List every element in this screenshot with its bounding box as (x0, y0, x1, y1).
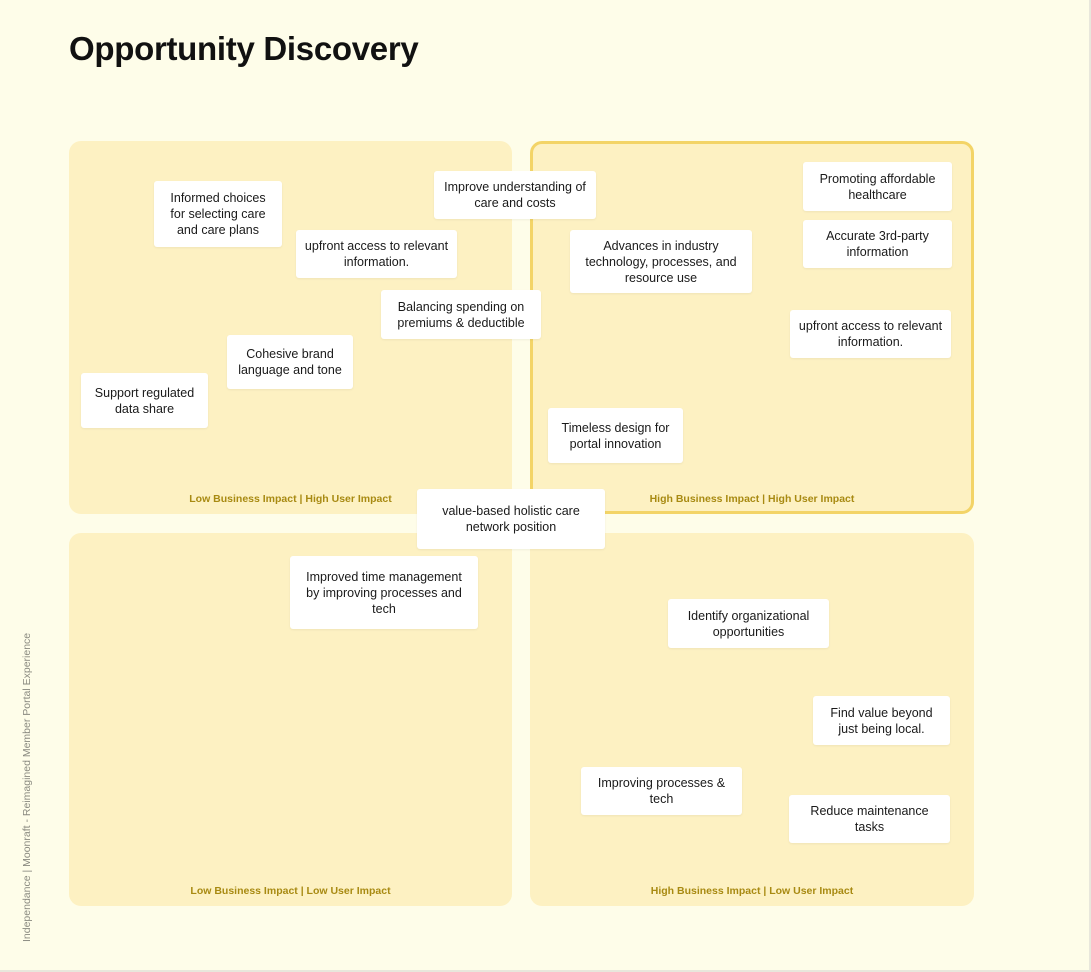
note-informed-choices[interactable]: Informed choices for selecting care and … (154, 181, 282, 247)
note-find-value-beyond-local[interactable]: Find value beyond just being local. (813, 696, 950, 745)
quadrant-label: High Business Impact | High User Impact (649, 493, 855, 505)
quadrant-label: Low Business Impact | Low User Impact (190, 885, 391, 897)
note-value-based-holistic-care[interactable]: value-based holistic care network positi… (417, 489, 605, 549)
side-caption: Independance | Moonraft - Reimagined Mem… (21, 632, 33, 942)
note-balancing-spending[interactable]: Balancing spending on premiums & deducti… (381, 290, 541, 339)
note-cohesive-brand[interactable]: Cohesive brand language and tone (227, 335, 353, 389)
note-reduce-maintenance-tasks[interactable]: Reduce maintenance tasks (789, 795, 950, 843)
note-support-regulated-data-share[interactable]: Support regulated data share (81, 373, 208, 428)
quadrant-label: High Business Impact | Low User Impact (650, 885, 854, 897)
quadrant-label: Low Business Impact | High User Impact (189, 493, 392, 505)
page-title: Opportunity Discovery (69, 30, 419, 67)
note-advances-in-industry[interactable]: Advances in industry technology, process… (570, 230, 752, 293)
note-identify-organizational-opportunities[interactable]: Identify organizational opportunities (668, 599, 829, 648)
note-promoting-affordable-healthcare[interactable]: Promoting affordable healthcare (803, 162, 952, 211)
note-timeless-design[interactable]: Timeless design for portal innovation (548, 408, 683, 463)
note-improved-time-management[interactable]: Improved time management by improving pr… (290, 556, 478, 629)
note-accurate-3rd-party-information[interactable]: Accurate 3rd-party information (803, 220, 952, 268)
note-improve-understanding[interactable]: Improve understanding of care and costs (434, 171, 596, 219)
note-upfront-access-right[interactable]: upfront access to relevant information. (790, 310, 951, 358)
note-upfront-access-left[interactable]: upfront access to relevant information. (296, 230, 457, 278)
note-improving-processes-tech[interactable]: Improving processes & tech (581, 767, 742, 815)
